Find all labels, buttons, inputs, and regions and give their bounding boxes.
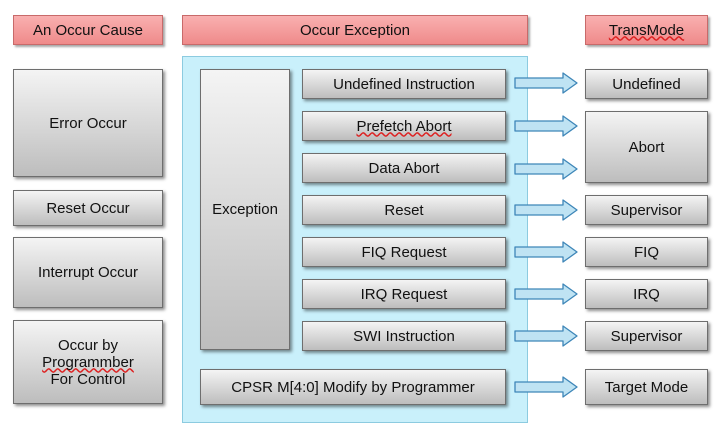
cause-interrupt-label: Interrupt Occur	[37, 264, 139, 281]
mode-supervisor-swi-label: Supervisor	[610, 327, 683, 345]
mode-fiq: FIQ	[585, 237, 708, 267]
arrow-irq	[514, 283, 578, 305]
mode-abort: Abort	[585, 111, 708, 183]
cause-error-label: Error Occur	[49, 114, 127, 132]
exception-prefetch-label: Prefetch Abort	[356, 117, 452, 135]
exception-data-abort: Data Abort	[302, 153, 506, 183]
header-cause: An Occur Cause	[13, 15, 163, 45]
mode-supervisor-reset-label: Supervisor	[610, 201, 683, 219]
exception-reset: Reset	[302, 195, 506, 225]
arrow-data-abort	[514, 158, 578, 180]
mode-fiq-label: FIQ	[634, 243, 659, 261]
cause-program-line1: Occur by	[57, 336, 118, 354]
exception-swi-label: SWI Instruction	[353, 327, 455, 345]
arrow-reset	[514, 199, 578, 221]
cause-program-line2: Programmber	[42, 353, 134, 371]
exception-irq-label: IRQ Request	[360, 285, 448, 303]
mode-irq-label: IRQ	[633, 285, 660, 303]
header-cause-label: An Occur Cause	[32, 21, 144, 39]
header-mode: TransMode	[585, 15, 708, 45]
exception-block-label: Exception	[212, 201, 278, 218]
exception-undefined: Undefined Instruction	[302, 69, 506, 99]
cause-interrupt: Interrupt Occur	[13, 237, 163, 308]
exception-block: Exception	[200, 69, 290, 350]
mode-abort-label: Abort	[628, 138, 665, 156]
mode-target-label: Target Mode	[604, 378, 689, 396]
arrow-cpsr	[514, 376, 578, 398]
header-exception-label: Occur Exception	[299, 21, 411, 39]
exception-prefetch: Prefetch Abort	[302, 111, 506, 141]
mode-undefined: Undefined	[585, 69, 708, 99]
cause-error: Error Occur	[13, 69, 163, 177]
exception-fiq: FIQ Request	[302, 237, 506, 267]
arrow-prefetch	[514, 115, 578, 137]
mode-supervisor-swi: Supervisor	[585, 321, 708, 351]
cause-program: Occur by Programmber For Control	[13, 320, 163, 404]
header-exception: Occur Exception	[182, 15, 528, 45]
cause-reset: Reset Occur	[13, 190, 163, 226]
arrow-fiq	[514, 241, 578, 263]
exception-swi: SWI Instruction	[302, 321, 506, 351]
mode-supervisor-reset: Supervisor	[585, 195, 708, 225]
mode-irq: IRQ	[585, 279, 708, 309]
exception-undefined-label: Undefined Instruction	[333, 75, 475, 93]
exception-irq: IRQ Request	[302, 279, 506, 309]
exception-data-abort-label: Data Abort	[368, 159, 440, 177]
cause-program-line3: For Control	[50, 370, 126, 388]
exception-reset-label: Reset	[384, 201, 424, 219]
mode-target: Target Mode	[585, 369, 708, 405]
cpsr-modify: CPSR M[4:0] Modify by Programmer	[200, 369, 506, 405]
arrow-undefined	[514, 72, 578, 94]
cause-reset-label: Reset Occur	[46, 199, 130, 217]
header-mode-label: TransMode	[608, 21, 685, 39]
arrow-swi	[514, 325, 578, 347]
exception-fiq-label: FIQ Request	[361, 243, 447, 261]
mode-undefined-label: Undefined	[612, 75, 681, 93]
cpsr-modify-label: CPSR M[4:0] Modify by Programmer	[231, 378, 475, 396]
